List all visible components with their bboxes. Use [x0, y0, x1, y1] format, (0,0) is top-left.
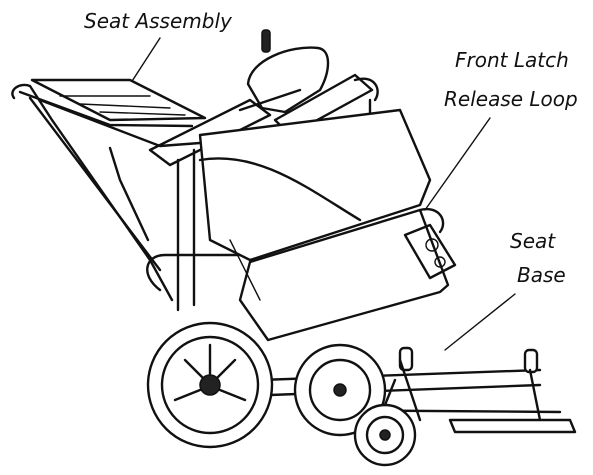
label-seat: Seat — [510, 229, 556, 253]
front-caster-wheel — [353, 378, 417, 467]
label-seat-assembly: Seat Assembly — [84, 9, 232, 33]
label-base: Base — [517, 263, 566, 287]
seat-box — [198, 108, 450, 342]
label-front-latch: Front Latch — [455, 48, 569, 72]
joystick-controller — [238, 29, 330, 114]
middle-wheel — [293, 343, 387, 437]
rear-drive-wheel — [146, 321, 274, 449]
label-release-loop: Release Loop — [444, 87, 578, 111]
seat-base-leader-line — [444, 293, 516, 351]
front-latch-release — [403, 207, 457, 280]
seat-backrest — [11, 78, 242, 302]
front-latch-leader-line — [424, 117, 491, 211]
